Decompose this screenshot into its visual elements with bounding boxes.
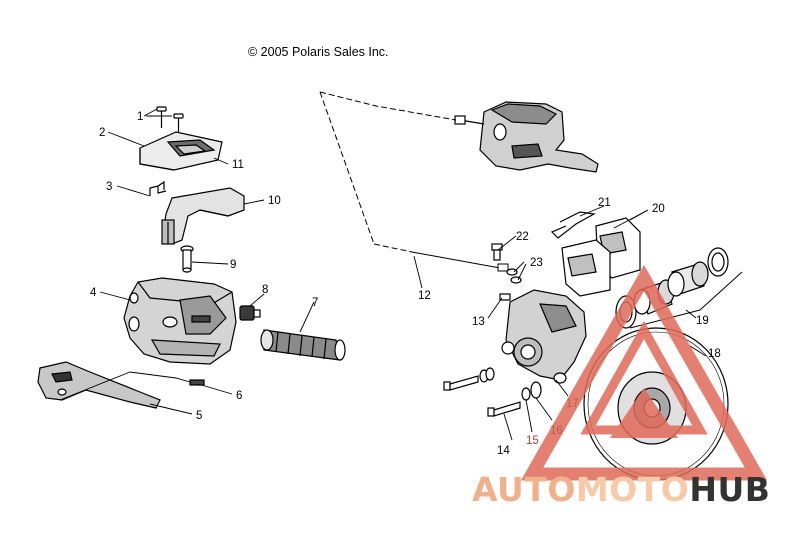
part-pivot-pin [180,245,194,273]
callout-4: 4 [90,287,97,299]
part-brake-pads [561,217,641,297]
watermark-logo-triangle [520,264,768,481]
part-bolt-washers [479,367,542,401]
callout-6: 6 [236,390,242,402]
callout-2: 2 [99,127,105,139]
part-brake-line [319,91,509,272]
callout-5: 5 [196,410,202,422]
watermark-hub: HUB [689,470,771,509]
part-brake-lever [37,361,161,409]
callout-15: 15 [526,435,539,447]
callout-22: 22 [516,231,529,243]
callout-19: 19 [696,315,709,327]
callout-10: 10 [268,195,281,207]
part-handlebar-assembly [454,101,599,173]
callout-21: 21 [598,197,611,209]
watermark-text: AUTOMOTOHUB [472,470,770,509]
callout-11: 11 [232,159,244,171]
part-mounting-bolts [443,375,521,417]
callout-7: 7 [312,297,318,309]
part-spring [189,379,205,386]
part-grip [260,329,346,361]
callout-23: 23 [530,257,543,269]
copyright-notice: © 2005 Polaris Sales Inc. [248,45,389,59]
part-reservoir-cover [139,131,223,171]
part-clip [149,180,167,196]
watermark-moto: MOTO [575,470,690,509]
callout-1: 1 [137,111,143,123]
part-screws [156,106,184,134]
callout-9: 9 [230,259,236,271]
part-brake-switch [239,305,261,321]
watermark-auto: AUTO [472,470,576,509]
callout-3: 3 [106,181,112,193]
callout-12: 12 [418,290,431,302]
leader-lines [59,108,707,441]
callout-8: 8 [262,284,268,296]
part-lever-bracket [161,187,245,245]
callout-13: 13 [472,316,485,328]
part-fitting [499,293,511,301]
part-bleeder-screw [491,243,503,261]
part-washers [506,268,522,284]
callout-14: 14 [497,445,510,457]
part-master-cylinder [123,277,237,365]
part-caliper [501,289,587,384]
callout-18: 18 [708,348,721,360]
part-pad-spring [550,211,596,239]
callout-20: 20 [652,203,665,215]
